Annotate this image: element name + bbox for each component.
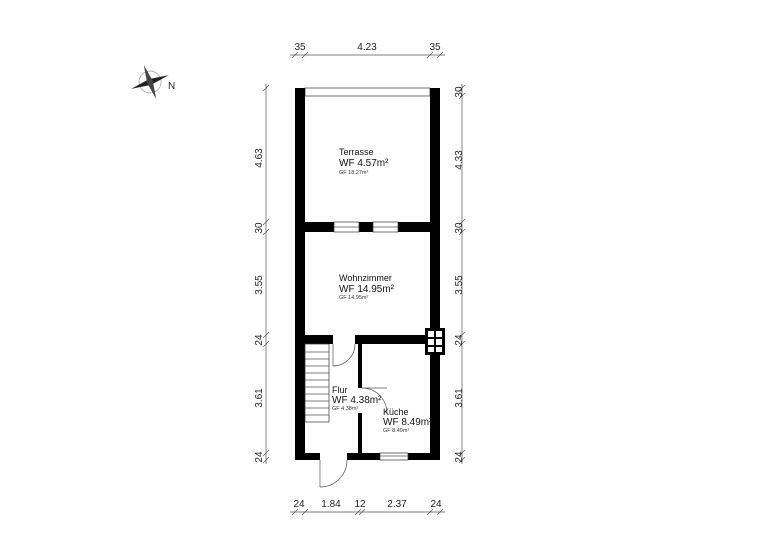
dimension-tick — [354, 508, 362, 516]
chimney — [425, 328, 445, 355]
dimension-tick — [436, 51, 444, 59]
dim-right-5: 24 — [454, 334, 465, 346]
dimension-tick — [262, 456, 270, 464]
dimension-tick — [458, 340, 466, 348]
room-gf: GF 8.49m² — [383, 428, 409, 434]
dim-left-1: 4.63 — [254, 148, 265, 168]
dim-left-6: 24 — [254, 451, 265, 463]
dim-right-1: 30 — [454, 86, 465, 98]
room-gf: GF 18.27m² — [339, 170, 369, 176]
room-wf: WF 14.95m² — [339, 284, 395, 295]
dimension-tick — [262, 84, 270, 92]
dimension-tick — [291, 508, 299, 516]
dimension-tick — [426, 508, 434, 516]
dimension-tick — [262, 449, 270, 457]
dimension-tick — [458, 92, 466, 100]
dim-bottom-2: 1.84 — [321, 499, 341, 510]
dim-bottom-5: 24 — [430, 499, 442, 510]
dimension-tick — [262, 340, 270, 348]
dimension-tick — [301, 508, 309, 516]
dim-bottom-3: 12 — [354, 499, 366, 510]
dim-top-3: 35 — [429, 42, 441, 53]
compass-icon — [131, 65, 169, 99]
compass-north-label: N — [168, 81, 175, 92]
room-name: Flur — [332, 385, 348, 395]
dim-bottom-1: 24 — [293, 499, 305, 510]
room-wf: WF 8.49m² — [383, 417, 433, 428]
dimension-lines — [262, 51, 466, 516]
dim-bottom-4: 2.37 — [387, 499, 407, 510]
door-entrance[interactable] — [319, 453, 348, 488]
room-wohnzimmer: Wohnzimmer WF 14.95m² GF 14.95m² — [339, 273, 395, 301]
room-flur: Flur WF 4.38m² GF 4.38m² — [332, 385, 382, 412]
dimension-tick — [262, 331, 270, 339]
room-name: Wohnzimmer — [339, 273, 392, 283]
dimension-tick — [458, 449, 466, 457]
dim-top-2: 4.23 — [357, 42, 377, 53]
dim-top-1: 35 — [294, 42, 306, 53]
dimension-tick — [458, 331, 466, 339]
dim-right-4: 3.55 — [454, 275, 465, 295]
dim-right-7: 24 — [454, 451, 465, 463]
dim-left-2: 30 — [254, 222, 265, 234]
dimension-tick — [262, 218, 270, 226]
dimension-tick — [301, 51, 309, 59]
room-terrasse: Terrasse WF 4.57m² GF 18.27m² — [339, 147, 389, 176]
dim-right-6: 3.61 — [454, 388, 465, 408]
window — [379, 452, 409, 461]
dim-left-3: 3.55 — [254, 275, 265, 295]
dimension-tick — [291, 51, 299, 59]
staircase — [304, 343, 330, 423]
dim-left-4: 24 — [254, 334, 265, 346]
room-wf: WF 4.57m² — [339, 158, 389, 169]
door-kueche[interactable] — [358, 387, 388, 414]
dim-right-3: 30 — [454, 222, 465, 234]
dimension-tick — [262, 228, 270, 236]
room-gf: GF 4.38m² — [332, 406, 358, 412]
room-kueche: Küche WF 8.49m² GF 8.49m² — [383, 407, 433, 434]
room-gf: GF 14.95m² — [339, 295, 369, 301]
dimension-tick — [458, 228, 466, 236]
room-name: Küche — [383, 407, 409, 417]
dimension-tick — [458, 218, 466, 226]
window — [372, 221, 399, 233]
dimension-tick — [458, 456, 466, 464]
room-wf: WF 4.38m² — [332, 395, 382, 406]
dim-left-5: 3.61 — [254, 388, 265, 408]
room-name: Terrasse — [339, 147, 374, 157]
dimension-tick — [436, 508, 444, 516]
window — [333, 221, 360, 233]
dimension-tick — [358, 508, 366, 516]
dimension-tick — [426, 51, 434, 59]
door-flur-top[interactable] — [332, 335, 356, 367]
dimension-tick — [458, 84, 466, 92]
dim-right-2: 4.33 — [454, 150, 465, 170]
